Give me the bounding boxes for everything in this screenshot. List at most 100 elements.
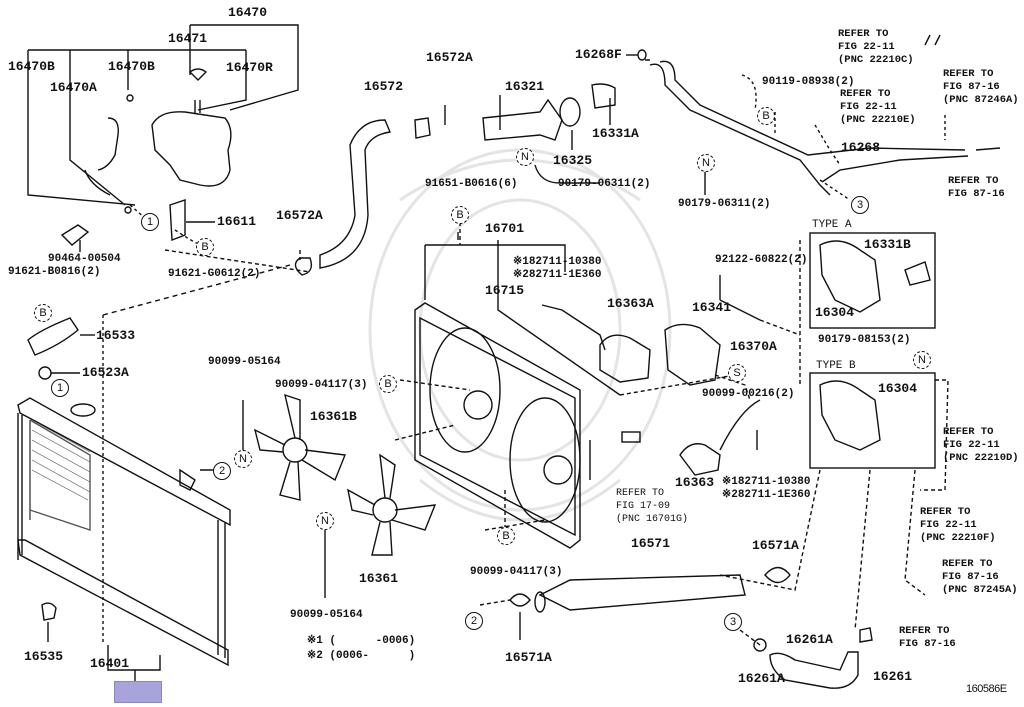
label-91651-B0616[interactable]: 91651-B0616(6) [425,178,518,190]
label-82711-1E360-b[interactable]: ※282711-1E360 [722,489,811,501]
label-16341[interactable]: 16341 [692,300,732,315]
label-90099-05164-b[interactable]: 90099-05164 [290,609,363,621]
label-16571A-right[interactable]: 16571A [752,538,799,553]
callout-n-icon: N [516,148,534,166]
lower-hose-icon [509,566,791,640]
fan-motor-icon [541,304,761,476]
callout-b-icon: B [34,304,52,322]
label-90099-00216[interactable]: 90099-00216(2) [702,388,795,400]
label-16325[interactable]: 16325 [553,153,593,168]
label-82711-10380-a[interactable]: ※182711-10380 [513,256,602,268]
label-16571[interactable]: 16571 [631,536,671,551]
label-16470R[interactable]: 16470R [226,60,273,75]
radiator-support-leaders [27,264,291,645]
label-91621-B0816[interactable]: 91621-B0816(2) [8,266,101,278]
label-16470[interactable]: 16470 [228,5,268,20]
label-16261[interactable]: 16261 [873,669,913,684]
label-16321[interactable]: 16321 [505,79,545,94]
callout-n-icon: N [913,351,931,369]
bypass-hose-icon [753,627,873,689]
label-90099-04117-b[interactable]: 90099-04117(3) [470,566,563,578]
label-16401[interactable]: 16401 [90,656,130,671]
callout-b-icon: B [497,527,515,545]
refer-87-16-top[interactable]: REFER TO FIG 87-16 [948,175,1005,200]
label-90119-08938[interactable]: 90119-08938(2) [762,76,855,88]
label-16572[interactable]: 16572 [364,79,404,94]
label-16533[interactable]: 16533 [96,328,136,343]
label-82711-10380-b[interactable]: ※182711-10380 [722,476,811,488]
label-90099-04117-a[interactable]: 90099-04117(3) [275,379,368,391]
water-outlet-icon [482,49,647,150]
label-92122-60822[interactable]: 92122-60822(2) [715,254,808,266]
label-16361[interactable]: 16361 [359,571,399,586]
reservoir-tank-icon [84,68,232,214]
callout-n-icon: N [316,512,334,530]
callout-b-icon: B [757,107,775,125]
label-16572A-bottom[interactable]: 16572A [276,208,323,223]
callout-1-icon: 1 [141,213,159,231]
refer-17-09[interactable]: REFER TO FIG 17-09 (PNC 16701G) [616,488,689,525]
clip-90464-icon [60,224,90,252]
callout-1-icon: 1 [51,379,69,397]
label-16304-b[interactable]: 16304 [878,381,918,396]
label-16268F[interactable]: 16268F [575,47,622,62]
callout-n-icon: N [234,450,252,468]
pad-icon [621,431,641,443]
label-82711-1E360-a[interactable]: ※282711-1E360 [513,269,602,281]
refer-22210D[interactable]: REFER TO FIG 22-11 (PNC 22210D) [943,426,1019,464]
callout-b-icon: B [451,206,469,224]
label-16471[interactable]: 16471 [168,31,208,46]
highlight-16401[interactable] [114,681,162,703]
callout-2-icon: 2 [465,612,483,630]
label-90179-06311-b[interactable]: 90179-06311(2) [678,198,771,210]
fan-blade-icon [253,393,437,556]
label-type-b: TYPE B [816,360,856,372]
label-16370A[interactable]: 16370A [730,339,777,354]
label-16261A-right[interactable]: 16261A [786,632,833,647]
label-16363[interactable]: 16363 [675,475,715,490]
refer-87-16-bottom[interactable]: REFER TO FIG 87-16 [899,625,956,650]
label-16701[interactable]: 16701 [485,221,525,236]
label-16523A[interactable]: 16523A [82,365,129,380]
refer-87245A[interactable]: REFER TO FIG 87-16 (PNC 87245A) [942,558,1018,596]
label-90179-06311-a[interactable]: 90179-06311(2) [558,178,651,190]
label-16331A[interactable]: 16331A [592,126,639,141]
label-16470B-mid[interactable]: 16470B [108,59,155,74]
refer-22210F[interactable]: REFER TO FIG 22-11 (PNC 22210F) [920,506,996,544]
bracket-16611-icon [169,199,215,241]
label-16331B[interactable]: 16331B [864,237,911,252]
label-16261A-bottom[interactable]: 16261A [738,671,785,686]
label-16611[interactable]: 16611 [217,214,257,229]
callout-b-icon: B [196,238,214,256]
reservoir-leaders [27,24,299,206]
callout-3-icon: 3 [724,613,742,631]
type-boxes [719,232,949,631]
label-91621-G0612[interactable]: 91621-G0612(2) [168,268,261,280]
label-16535[interactable]: 16535 [24,649,64,664]
callout-n-icon: N [697,154,715,172]
footnote-1: ※1 ( -0006) [307,635,416,647]
label-16363A[interactable]: 16363A [607,296,654,311]
radiator-icon [17,397,231,682]
upper-hose-icon [294,117,431,276]
bypass-pipe-icon [649,34,1001,196]
refer-22210E[interactable]: REFER TO FIG 22-11 (PNC 22210E) [840,88,916,126]
footnote-2: ※2 (0006- ) [307,650,416,662]
label-16470B-left[interactable]: 16470B [8,59,55,74]
label-16572A-top[interactable]: 16572A [426,50,473,65]
label-16715[interactable]: 16715 [485,283,525,298]
label-90179-08153[interactable]: 90179-08153(2) [818,334,911,346]
label-90464-00504[interactable]: 90464-00504 [48,253,121,265]
label-16470A[interactable]: 16470A [50,80,97,95]
callout-3-icon: 3 [851,196,869,214]
figure-id: 160586E [966,683,1007,695]
label-90099-05164-a[interactable]: 90099-05164 [208,356,281,368]
refer-87246A[interactable]: REFER TO FIG 87-16 (PNC 87246A) [943,68,1019,106]
label-16361B[interactable]: 16361B [310,409,357,424]
label-16304-a[interactable]: 16304 [815,305,855,320]
refer-22210C[interactable]: REFER TO FIG 22-11 (PNC 22210C) [838,28,914,66]
label-16268[interactable]: 16268 [841,140,881,155]
label-16571A-bottom[interactable]: 16571A [505,650,552,665]
fan-shroud-icon [414,215,621,549]
